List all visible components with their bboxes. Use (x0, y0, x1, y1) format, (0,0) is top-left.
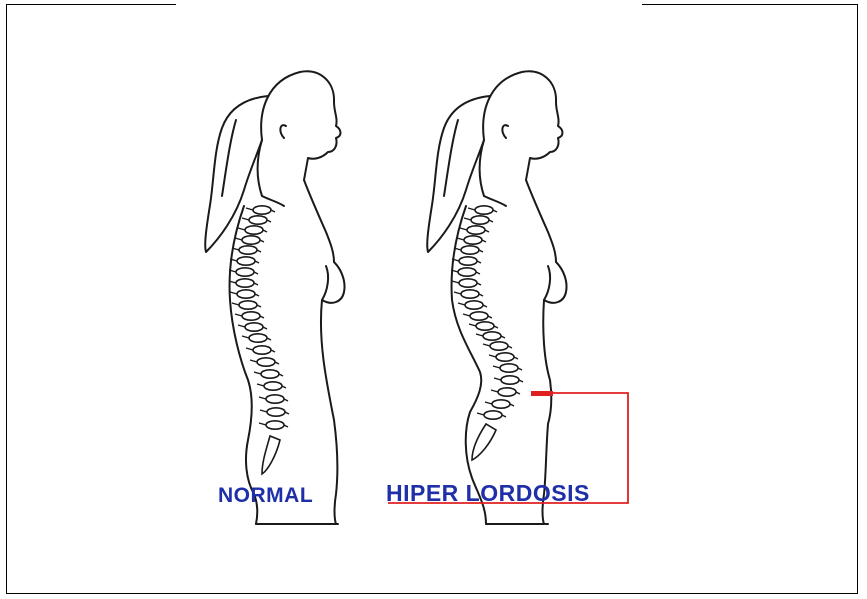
lordosis-marker (531, 391, 553, 396)
hyperlordosis-figure (427, 71, 566, 524)
label-normal: NORMAL (218, 484, 313, 508)
label-hiper-lordosis: HIPER LORDOSIS (386, 480, 590, 507)
normal-spine (229, 206, 289, 474)
